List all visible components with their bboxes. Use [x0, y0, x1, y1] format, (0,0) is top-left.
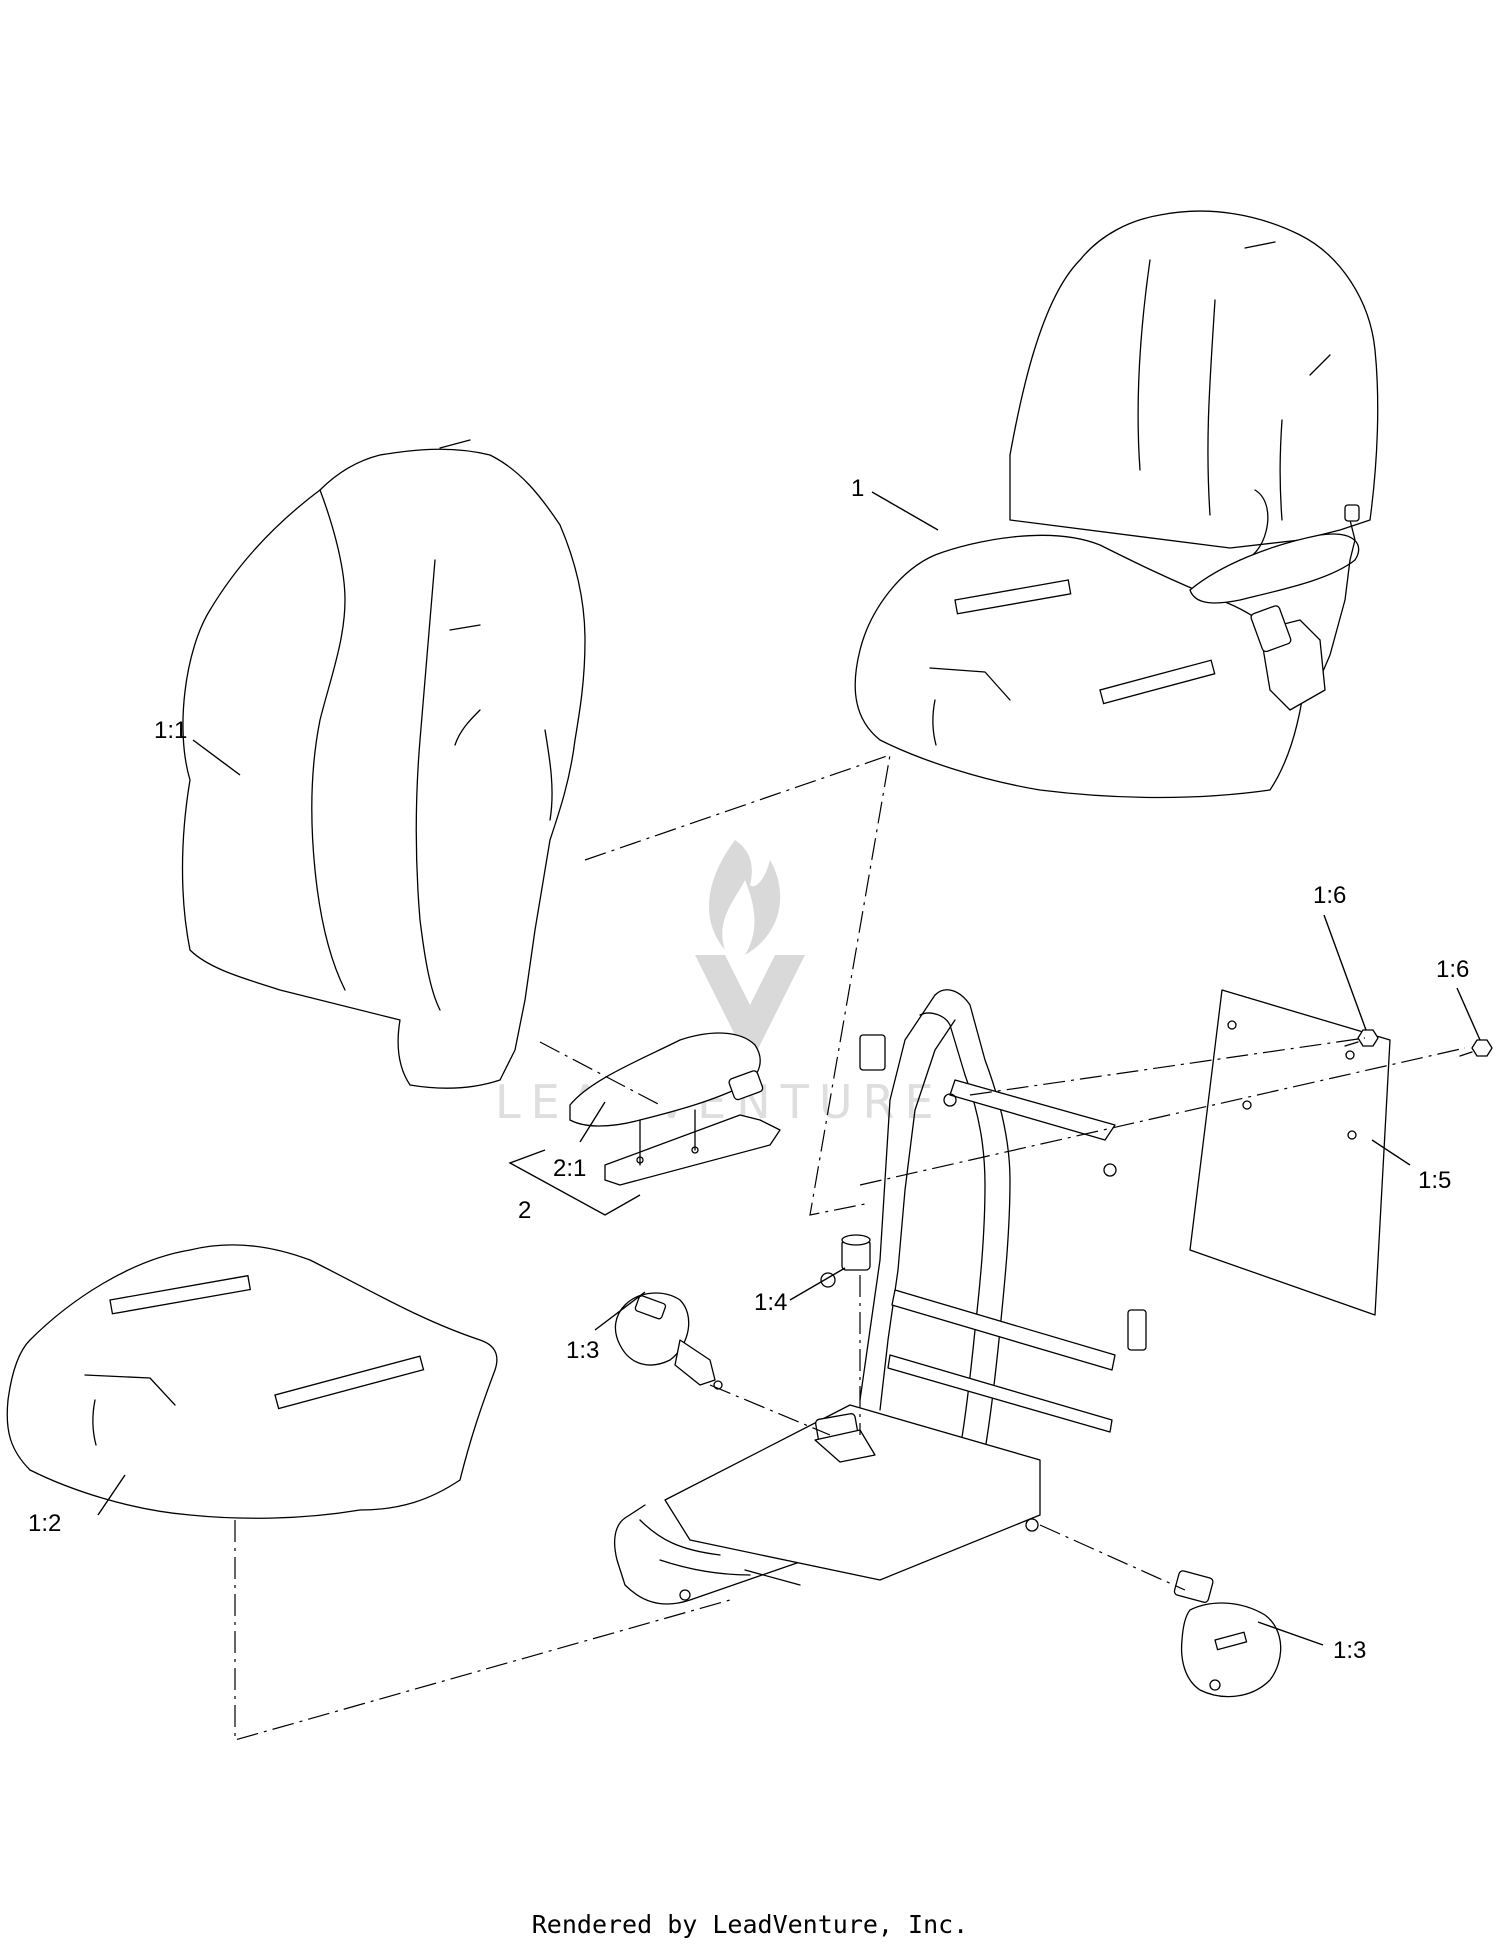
callout-2: 2 [518, 1197, 531, 1224]
callout-1-3-left: 1:3 [566, 1337, 599, 1364]
seat-belt-latch-right [1173, 1570, 1282, 1698]
bolt-left [1344, 1029, 1379, 1047]
assembled-seat [854, 210, 1379, 799]
seat-switch [814, 1234, 876, 1463]
leader-lines [97, 491, 1481, 1646]
callout-1-6-right: 1:6 [1436, 956, 1469, 983]
back-plate [1189, 989, 1391, 1316]
bolt-right [1459, 1039, 1493, 1057]
assembly-centerlines [234, 754, 1466, 1741]
callout-1-1: 1:1 [154, 717, 187, 744]
callout-2-1: 2:1 [553, 1155, 586, 1182]
seat-belt-latch-left [614, 1292, 723, 1390]
callout-1-3-right: 1:3 [1333, 1637, 1366, 1664]
callout-1-5: 1:5 [1418, 1167, 1451, 1194]
callout-1-6-left: 1:6 [1313, 882, 1346, 909]
callout-1-2: 1:2 [28, 1510, 61, 1537]
seat-frame [614, 989, 1147, 1605]
callout-1: 1 [851, 475, 864, 502]
callout-1-4: 1:4 [754, 1289, 787, 1316]
armrest [569, 1032, 781, 1186]
leadventure-flame-logo-icon: LEADVENTURE [495, 840, 934, 1129]
rendered-by-footer: Rendered by LeadVenture, Inc. [531, 1910, 969, 1939]
backrest-cushion [181, 439, 586, 1089]
seat-cushion [6, 1244, 498, 1519]
